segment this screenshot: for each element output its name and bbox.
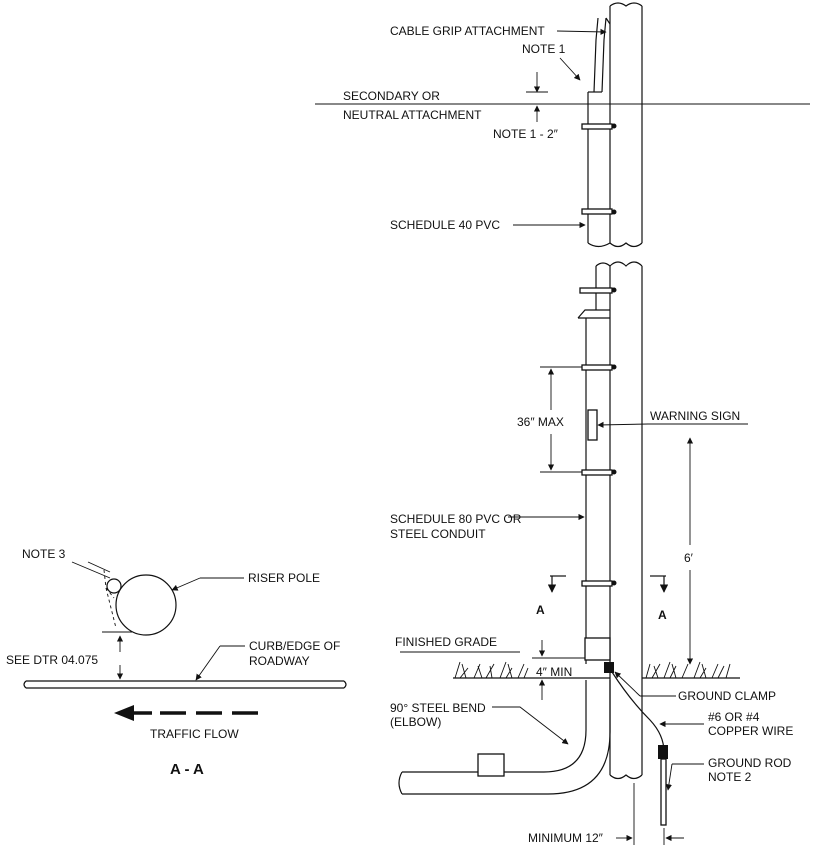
traffic-flow-arrow xyxy=(114,705,258,721)
steel-bend-conduit xyxy=(398,680,611,795)
note1-label: NOTE 1 xyxy=(522,42,566,56)
traffic-flow-label: TRAFFIC FLOW xyxy=(150,727,239,741)
bend-label-1: 90° STEEL BEND xyxy=(390,701,486,715)
min4-label: 4″ MIN xyxy=(536,665,572,679)
upper-straps xyxy=(581,123,617,215)
riser-pole-section xyxy=(115,574,177,636)
lower-riser-conduit xyxy=(577,262,611,664)
riser-conduit-section xyxy=(106,578,122,594)
lower-straps xyxy=(579,287,617,587)
cable-grip-label: CABLE GRIP ATTACHMENT xyxy=(390,24,545,38)
ground-rod xyxy=(660,758,667,826)
six-ft-label: 6′ xyxy=(684,551,694,565)
riser-pole-label: RISER POLE xyxy=(248,571,320,585)
section-cut-markers xyxy=(547,575,669,593)
curb-label-2: ROADWAY xyxy=(249,654,310,668)
min12-label: MINIMUM 12″ xyxy=(528,831,604,845)
copper-wire xyxy=(611,671,665,753)
ground-rod-clamp xyxy=(658,745,668,759)
upper-riser-conduit xyxy=(587,91,611,248)
schedule80-label-1: SCHEDULE 80 PVC OR xyxy=(390,512,522,526)
max36-label: 36″ MAX xyxy=(517,415,564,429)
copper-label-1: #6 OR #4 xyxy=(708,710,760,724)
ground-rod-label-1: GROUND ROD xyxy=(708,756,792,770)
cable-grip-and-wires xyxy=(593,17,611,93)
secondary-label-1: SECONDARY OR xyxy=(343,89,440,103)
curb-label-1: CURB/EDGE OF xyxy=(249,639,340,653)
lower-pole xyxy=(609,261,643,780)
see-label: SEE DTR 04.075 xyxy=(6,653,98,667)
ground-clamp xyxy=(604,662,614,673)
copper-label-2: COPPER WIRE xyxy=(708,724,793,738)
bend-label-2: (ELBOW) xyxy=(390,715,441,729)
ground-clamp-label: GROUND CLAMP xyxy=(678,689,776,703)
note3-label: NOTE 3 xyxy=(22,547,66,561)
finished-grade-label: FINISHED GRADE xyxy=(395,635,497,649)
warning-sign-label: WARNING SIGN xyxy=(650,409,740,423)
schedule80-label-2: STEEL CONDUIT xyxy=(390,527,486,541)
section-aa-title: A - A xyxy=(170,761,204,778)
schedule40-label: SCHEDULE 40 PVC xyxy=(390,218,500,232)
ground-rod-label-2: NOTE 2 xyxy=(708,770,752,784)
note1-2-label: NOTE 1 - 2″ xyxy=(493,127,559,141)
section-a-left: A xyxy=(536,603,545,617)
warning-sign-plate xyxy=(587,409,598,441)
section-a-right: A xyxy=(658,608,667,622)
curb-edge xyxy=(23,680,347,689)
grass-tufts xyxy=(454,661,731,679)
secondary-label-2: NEUTRAL ATTACHMENT xyxy=(343,108,482,122)
